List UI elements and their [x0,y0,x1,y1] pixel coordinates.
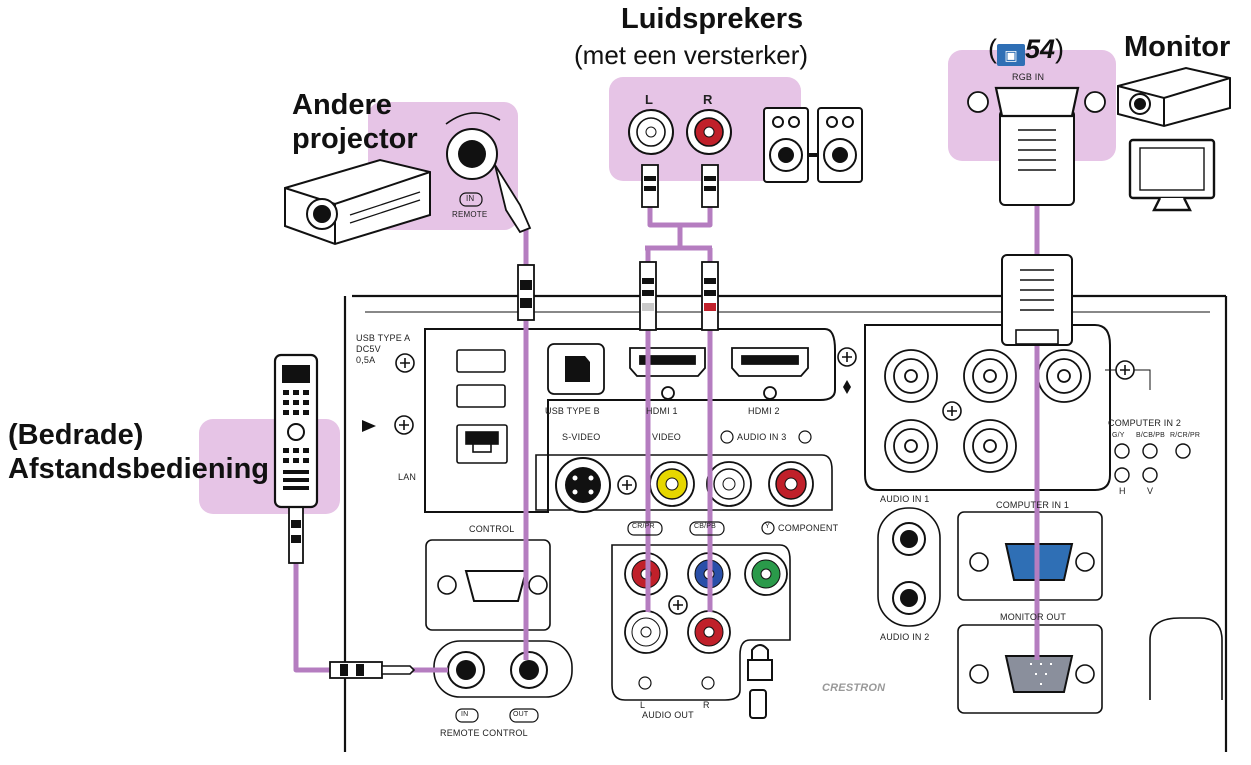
rca-ports-component [624,552,788,654]
monitor-screen-icon [1128,138,1216,212]
speakers-icon [763,107,863,183]
computer-in2-jacks [1114,443,1191,483]
g-y-label: G/Y [1112,432,1125,439]
crestron-logo: CRESTRON [822,682,886,694]
projector-panel [343,294,1228,752]
rgb-in-label: RGB IN [1012,72,1045,82]
speaker-l-label: L [645,92,654,107]
bnc-ports [884,349,1091,473]
book-icon: ▣ [997,44,1025,66]
s-video-label: S-VIDEO [562,432,601,442]
monitor-out-label: MONITOR OUT [1000,612,1067,622]
cables [293,205,1040,673]
computer-in1-label: COMPUTER IN 1 [996,500,1070,510]
cb-pb-label: CB/PB [694,523,717,530]
remote-in-label: IN [461,711,469,718]
cable-plugs [288,164,719,679]
speaker-r-label: R [703,92,713,107]
current-label: 0,5A [356,355,376,365]
audio-in2-label: AUDIO IN 2 [880,632,930,642]
control-label: CONTROL [469,524,515,534]
h-label: H [1119,486,1126,496]
audio-in3-label: AUDIO IN 3 [737,432,787,442]
remote-out-label: OUT [513,711,529,718]
proj-remote-label: REMOTE [452,210,488,219]
remote-control-jacks [447,651,548,689]
remote-control-label: REMOTE CONTROL [440,728,528,738]
other-projector-title-2: projector [292,123,418,155]
diamond-icon [843,380,851,394]
hdmi2-label: HDMI 2 [748,406,780,416]
usb-type-b-label: USB TYPE B [545,406,600,416]
remote-title-2: Afstandsbediening [8,453,270,485]
cr-pr-label: CR/PR [632,523,655,530]
arrow-icon [362,420,376,432]
audio-out-l-label: L [640,700,646,710]
rgb-in-port [967,86,1106,118]
remote-port [445,112,501,180]
other-projector-title-1: Andere [292,89,392,121]
rca-ports-top [649,461,814,507]
vga-plugs [999,99,1075,346]
proj-in-label: IN [466,194,475,203]
monitor-projector-icon [1117,66,1231,128]
monitor-title: Monitor [1124,31,1231,63]
remote-title-1: (Bedrade) [8,419,144,451]
usb-b-port [547,343,605,395]
audio-in-jacks [892,522,926,615]
speakers-title: Luidsprekers [621,3,804,35]
dc5v-label: DC5V [356,344,381,354]
computer-in2-label: COMPUTER IN 2 [1108,418,1182,428]
r-cr-pr-label: R/CR/PR [1170,432,1201,439]
page-reference: (▣54) [988,34,1065,66]
audio-out-r-label: R [703,700,710,710]
security-lock-icon [747,644,773,719]
d-sub-ports [437,543,1095,693]
lan-label: LAN [398,472,417,482]
usb-a-ports [456,349,508,464]
audio-out-label: AUDIO OUT [642,710,694,720]
component-label: COMPONENT [778,523,839,533]
speaker-ports [628,109,732,155]
audio-in1-label: AUDIO IN 1 [880,494,930,504]
remote-controller-icon [273,353,319,509]
port-label-rings [455,192,812,723]
b-cb-pb-label: B/CB/PB [1136,432,1166,439]
hdmi1-label: HDMI 1 [646,406,678,416]
v-label: V [1147,486,1154,496]
panel-screws [394,347,1135,615]
hdmi-ports [629,347,809,400]
other-projector-icon [284,158,431,246]
speakers-subtitle: (met een versterker) [574,40,809,70]
y-label: Y [765,523,770,530]
s-video-port [555,457,611,513]
usb-type-a-label: USB TYPE A [356,333,411,343]
video-label: VIDEO [652,432,682,442]
